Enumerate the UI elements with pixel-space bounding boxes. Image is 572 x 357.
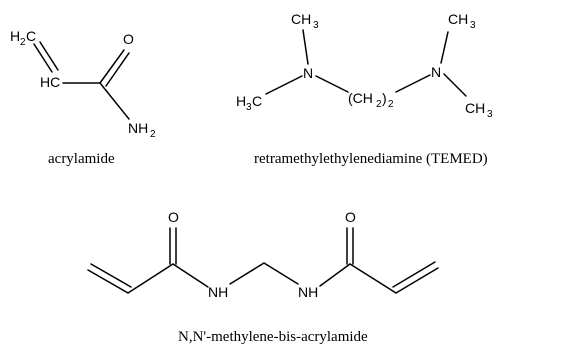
h2c-label-c: C [26,28,36,44]
temed-chain-sub: 2 [376,99,382,110]
temed-ch3-top-right-sub: 3 [470,20,476,31]
bis-left-vinyl-c [127,263,174,294]
bis-acrylamide-structure: O NH NH O [87,209,439,300]
bis-right-c-vinyl [349,263,397,294]
temed-bond-n-ch3-top-right [440,31,449,64]
bis-right-vinyl-bond-a [395,267,439,294]
bis-left-vinyl-bond-b [90,263,132,288]
bis-ch2-nh-right [263,262,299,285]
temed-h3c-sub: 3 [246,102,252,113]
temed-ch3-bottom-right: CH [465,100,485,116]
acryl-o-label: O [123,31,134,47]
hc-label: HC [40,74,60,90]
temed-bond-chain-n [395,74,431,93]
bis-o-right: O [345,209,356,225]
temed-caption: retramethylethylenediamine (TEMED) [254,151,488,167]
h2c-label-sub: 2 [20,37,26,48]
acryl-cn-bond [99,82,130,120]
temed-ch3-bottom-right-sub: 3 [487,109,493,120]
bis-acrylamide-caption: N,N'-methylene-bis-acrylamide [178,329,368,345]
h2c-label-h: H [10,28,20,44]
temed-bond-n-chain [315,75,349,93]
temed-h3c-h: H [236,93,246,109]
acryl-co-bond-a [99,49,125,84]
acryl-double-bond-a [33,43,53,73]
temed-h3c-c: C [252,93,262,109]
acrylamide-caption: acrylamide [48,151,115,167]
bis-nh-ch2-left [229,262,265,285]
bis-o-left: O [168,209,179,225]
temed-n-right: N [431,64,441,80]
bis-nh-left: NH [208,284,228,300]
temed-chain-sub-outer: 2 [388,99,394,110]
temed-ch3-top-left: CH [291,11,311,27]
temed-n-left: N [303,65,313,81]
acryl-double-bond-b [39,41,59,71]
acryl-nh-sub: 2 [150,129,156,140]
temed-chain-open: (CH [348,90,373,106]
acryl-co-bond-b [105,52,130,87]
acryl-nh-label: NH [128,120,148,136]
temed-chain-close: ) [382,90,387,106]
temed-ch3-top-left-sub: 3 [313,20,319,31]
bis-right-vinyl-bond-b [392,261,436,288]
temed-bond-n-ch3-bottom-right [443,73,467,97]
bis-left-vinyl-bond-a [87,269,129,294]
bis-nh-right: NH [298,284,318,300]
acrylamide-structure: H 2 C HC O NH 2 [10,28,156,140]
temed-bond-n-h3c [265,75,303,95]
temed-bond-n-ch3-top-left [302,29,309,65]
bis-nh-right-c [319,263,351,287]
bis-left-c-nh [172,263,209,288]
temed-structure: CH 3 N H 3 C (CH 2 ) 2 N CH 3 CH 3 [236,11,493,120]
temed-ch3-top-right: CH [448,11,468,27]
